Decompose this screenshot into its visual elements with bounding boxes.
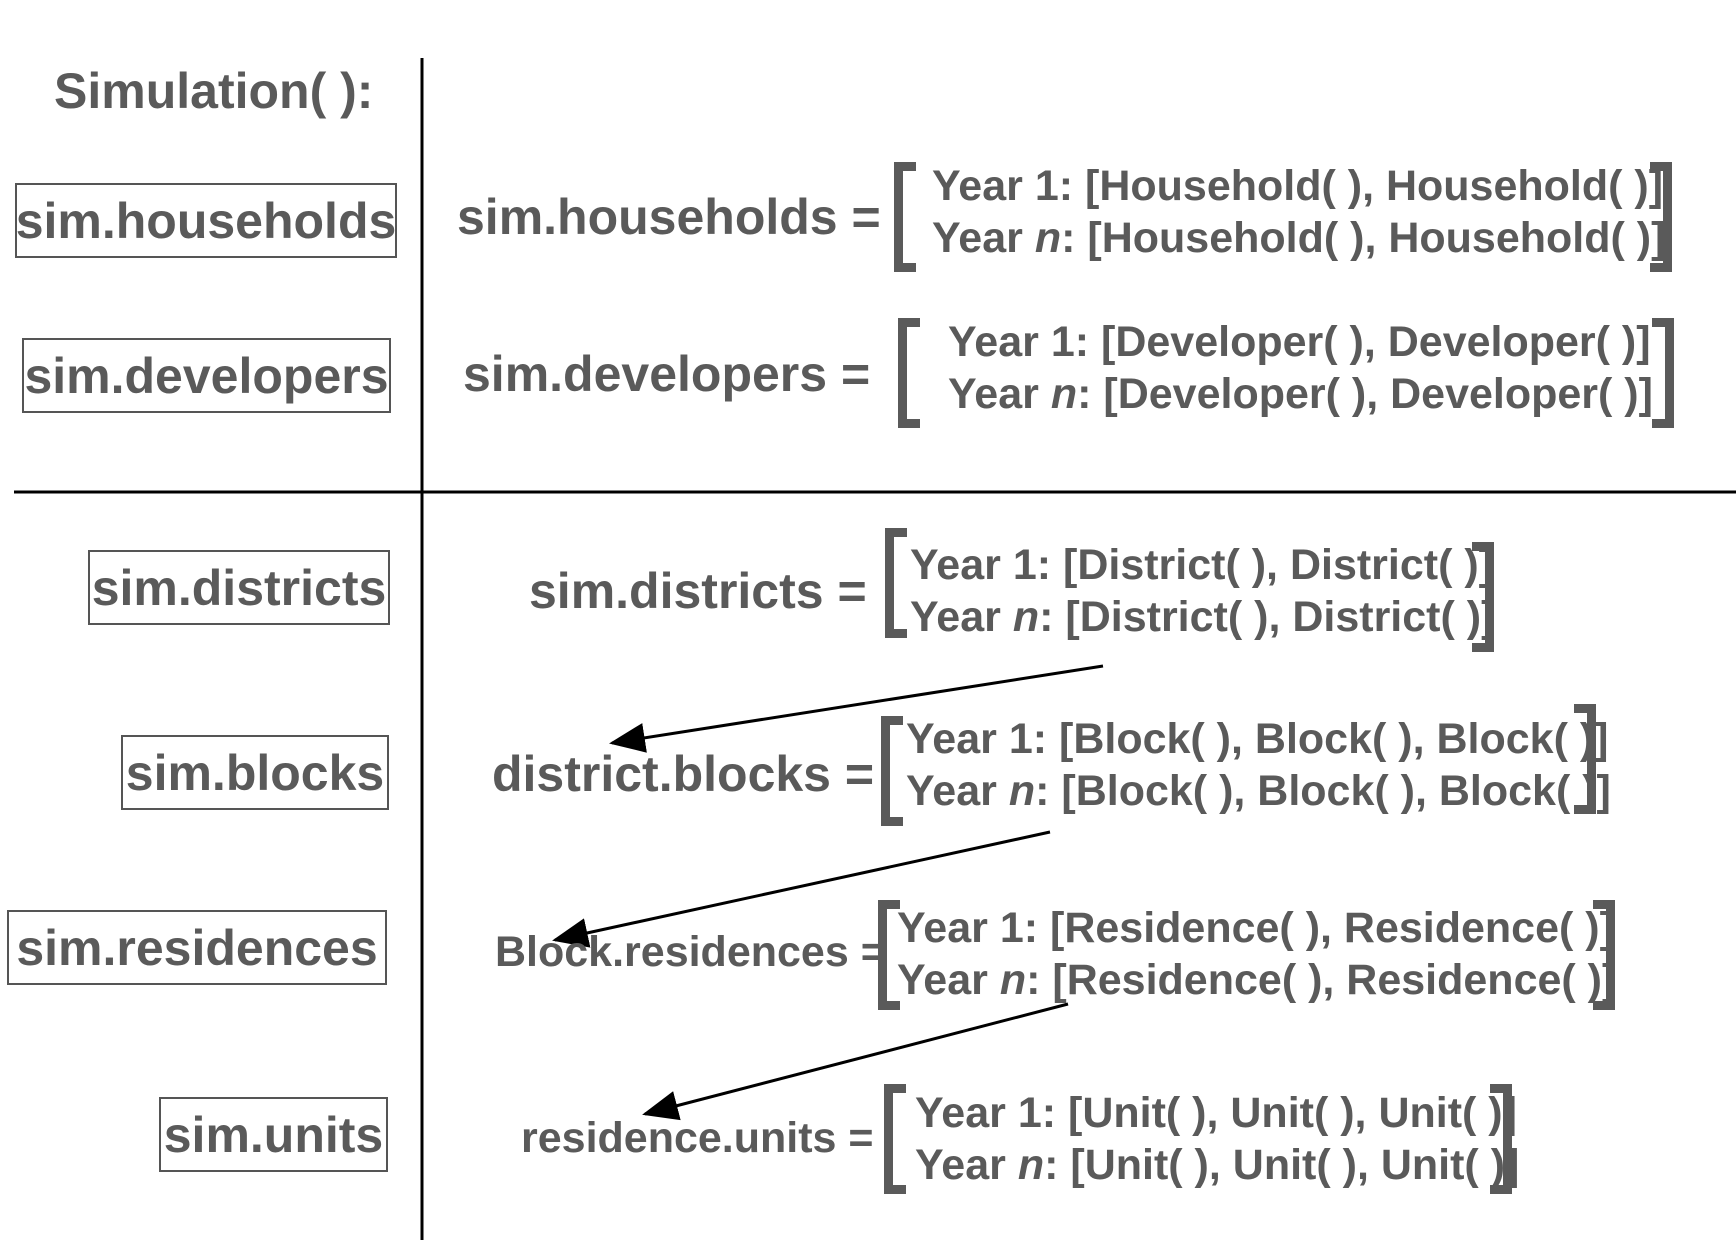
label-sim-units: sim.units (159, 1097, 388, 1172)
label-sim-districts: sim.districts (88, 550, 390, 625)
arrow-residences-to-units (642, 1002, 1069, 1121)
bracket-right (1652, 318, 1674, 428)
bracket-right (1650, 162, 1672, 272)
arrow-districts-to-blocks (609, 664, 1104, 753)
assign-units: residence.units = (521, 1114, 874, 1162)
row-units-year1: Year 1: [Unit( ), Unit( ), Unit( )] (915, 1089, 1517, 1137)
row-residences-year1: Year 1: [Residence( ), Residence( )] (897, 904, 1614, 952)
label-sim-residences: sim.residences (7, 910, 387, 985)
bracket-left (884, 1084, 906, 1194)
row-blocks-yearn: Year n: [Block( ), Block( ), Block( )] (906, 767, 1611, 815)
row-districts-year1: Year 1: [District( ), District( )] (910, 541, 1493, 589)
row-developers-year1: Year 1: [Developer( ), Developer( )] (948, 318, 1651, 366)
bracket-left (878, 900, 900, 1010)
row-units-yearn: Year n: [Unit( ), Unit( ), Unit( )] (915, 1141, 1520, 1189)
assign-residences: Block.residences = (495, 928, 886, 976)
row-residences-yearn: Year n: [Residence( ), Residence( )] (897, 956, 1617, 1004)
bracket-left (885, 528, 907, 638)
row-developers-yearn: Year n: [Developer( ), Developer( )] (948, 370, 1653, 418)
bracket-left (894, 162, 916, 272)
row-households-yearn: Year n: [Household( ), Household( )] (932, 214, 1666, 262)
bracket-left (898, 318, 920, 428)
assign-blocks: district.blocks = (492, 746, 875, 802)
row-blocks-year1: Year 1: [Block( ), Block( ), Block( )] (906, 715, 1609, 763)
row-districts-yearn: Year n: [District( ), District( )] (910, 593, 1496, 641)
label-sim-blocks: sim.blocks (121, 735, 389, 810)
bracket-right (1472, 542, 1494, 652)
assign-households: sim.households = (457, 189, 881, 245)
label-sim-developers: sim.developers (22, 338, 391, 413)
arrow-blocks-to-residences (552, 830, 1051, 948)
bracket-right (1574, 704, 1596, 814)
assign-districts: sim.districts = (529, 563, 867, 619)
label-sim-households: sim.households (15, 183, 397, 258)
row-households-year1: Year 1: [Household( ), Household( )] (932, 162, 1664, 210)
bracket-left (881, 716, 903, 826)
simulation-title: Simulation( ): (54, 63, 374, 119)
bracket-right (1490, 1084, 1512, 1194)
assign-developers: sim.developers = (463, 346, 871, 402)
bracket-right (1593, 900, 1615, 1010)
